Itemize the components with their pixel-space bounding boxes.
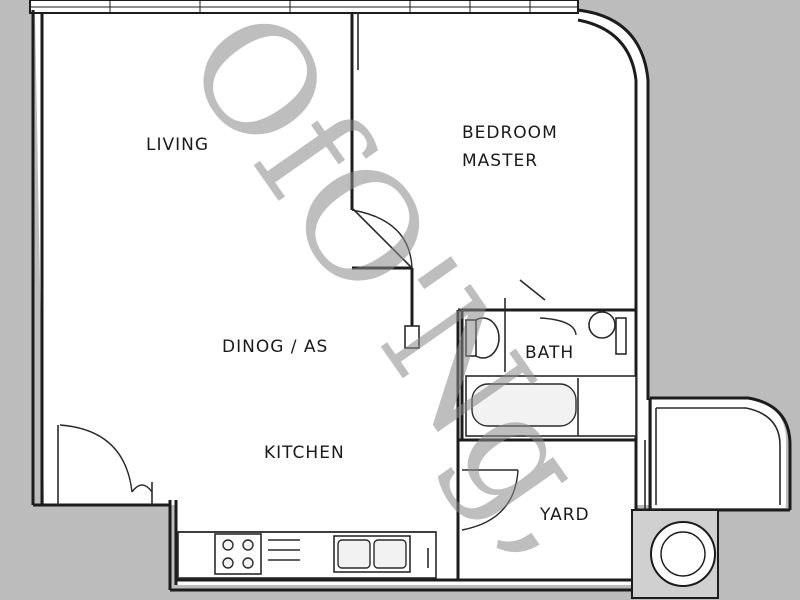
kitchen-fixtures — [177, 531, 437, 579]
room-label-dining: DINOG / AS — [222, 337, 328, 357]
room-label-yard: YARD — [539, 505, 590, 525]
bath-fixtures — [404, 311, 637, 437]
room-label-living: LIVING — [146, 135, 209, 155]
yard-fixture — [631, 509, 719, 599]
top-window-strip — [29, 0, 579, 14]
room-label-bedroom: BEDROOM — [462, 123, 558, 143]
doors — [57, 207, 577, 531]
room-label-master: MASTER — [462, 151, 538, 171]
outer-walls — [31, 8, 650, 592]
room-label-kitchen: KITCHEN — [264, 443, 345, 463]
room-label-bath: BATH — [525, 343, 574, 363]
